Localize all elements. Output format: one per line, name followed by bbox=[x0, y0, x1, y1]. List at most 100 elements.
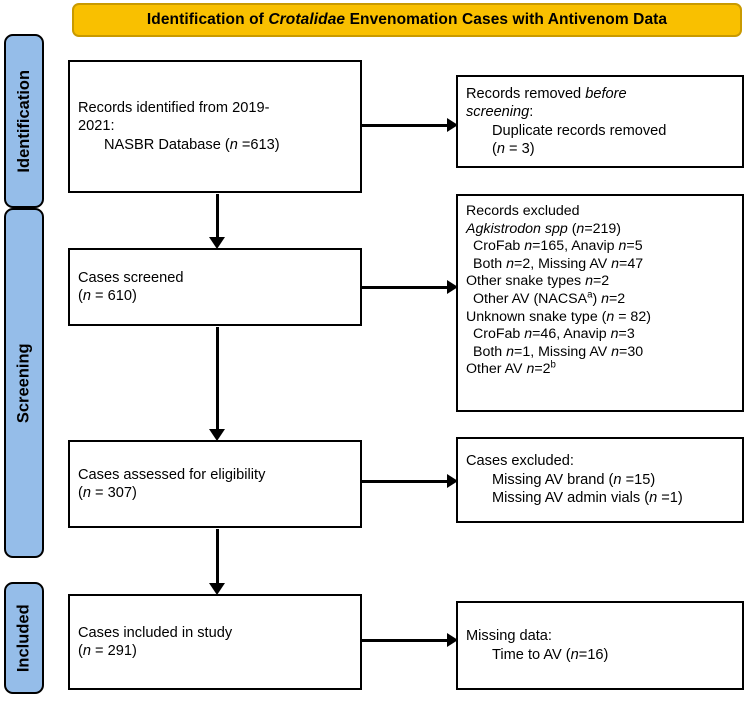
cases-screened-n-value: = 610) bbox=[91, 288, 137, 304]
records-identified-n-value: =613) bbox=[237, 136, 280, 153]
excluded-row-5-n-value: = 82) bbox=[614, 308, 651, 325]
cases-excluded-line-2: Missing AV brand (n =15) bbox=[466, 471, 734, 489]
records-identified-line-1: Records identified from 2019- bbox=[78, 99, 270, 116]
arrow-head bbox=[209, 583, 225, 595]
records-identified-line-2: 2021: bbox=[78, 118, 115, 135]
cases-screened-n-symbol: n bbox=[82, 288, 91, 304]
excluded-row-2-n2-symbol: n bbox=[611, 255, 620, 272]
box-cases-excluded: Cases excluded: Missing AV brand (n =15)… bbox=[456, 437, 744, 523]
box-cases-included: Cases included in study (n = 291) bbox=[68, 594, 362, 690]
arrow-head bbox=[447, 280, 458, 294]
cases-excluded-vials-n-symbol: n bbox=[649, 490, 658, 507]
excluded-row-8-n-symbol: n bbox=[526, 361, 535, 378]
cases-excluded-brand-n-value: =15) bbox=[621, 471, 656, 488]
box-records-identified: Records identified from 2019- 2021: NASB… bbox=[68, 60, 362, 193]
missing-data-line-2: Time to AV (n=16) bbox=[466, 646, 734, 664]
arrow-screened-to-excluded bbox=[362, 274, 458, 300]
excluded-row-7-n2-value: =30 bbox=[619, 343, 644, 360]
stage-band-included-label: Included bbox=[14, 604, 33, 672]
stage-band-identification-label: Identification bbox=[14, 69, 33, 173]
arrow-head bbox=[447, 633, 458, 647]
stage-band-identification: Identification bbox=[4, 34, 44, 208]
missing-data-line-1: Missing data: bbox=[466, 628, 552, 645]
box-missing-data: Missing data: Time to AV (n=16) bbox=[456, 601, 744, 690]
records-removed-before-word: before bbox=[585, 85, 627, 102]
cases-screened-paren-open: ( bbox=[78, 288, 83, 304]
records-removed-line-2: screening: bbox=[466, 103, 734, 121]
excluded-row-0-n-value: =219) bbox=[584, 220, 621, 237]
excluded-row-2-n2-value: =47 bbox=[619, 255, 644, 272]
records-excluded-row: Both n=2, Missing AV n=47 bbox=[466, 256, 734, 274]
arrow-head bbox=[209, 429, 225, 441]
arrow-head bbox=[447, 118, 458, 132]
arrow-shaft bbox=[362, 638, 449, 642]
stage-band-included: Included bbox=[4, 582, 44, 694]
cases-excluded-brand-n-symbol: n bbox=[613, 471, 622, 488]
missing-data-n-value: =16) bbox=[578, 646, 609, 663]
excluded-row-4-n-symbol: n bbox=[601, 291, 609, 308]
stage-band-screening-label: Screening bbox=[14, 343, 33, 423]
excluded-row-8-pre: Other AV bbox=[466, 361, 527, 378]
excluded-row-4-footnote: a bbox=[587, 289, 593, 301]
cases-excluded-line-3: Missing AV admin vials (n =1) bbox=[466, 489, 734, 507]
records-removed-n-value: = 3) bbox=[505, 140, 535, 157]
records-excluded-row: Agkistrodon spp (n=219) bbox=[466, 221, 734, 239]
excluded-row-6-pre: CroFab bbox=[473, 326, 525, 343]
arrow-screened-to-eligibility bbox=[205, 327, 229, 441]
records-excluded-row: Other AV (NACSAa) n=2 bbox=[466, 289, 734, 309]
excluded-row-1-n2-symbol: n bbox=[618, 238, 627, 255]
records-removed-screening-word: screening bbox=[466, 104, 530, 121]
diagram-title-banner: Identification of Crotalidae Envenomatio… bbox=[72, 3, 742, 37]
excluded-row-4-n-value: =2 bbox=[609, 291, 626, 308]
excluded-row-1-n-value: =165, Anavip bbox=[532, 238, 619, 255]
cases-excluded-vials-label: Missing AV admin vials ( bbox=[492, 490, 650, 507]
excluded-row-4-post: ) bbox=[592, 291, 602, 308]
records-removed-label: Records removed bbox=[466, 85, 586, 102]
cases-included-paren-open: ( bbox=[78, 643, 83, 659]
title-part-pre: Identification of bbox=[146, 11, 269, 29]
arrow-shaft bbox=[362, 285, 449, 289]
arrow-shaft bbox=[362, 479, 449, 483]
excluded-row-2-n-symbol: n bbox=[506, 255, 515, 272]
eligibility-line-2: (n = 307) bbox=[78, 484, 352, 502]
cases-included-line-2: (n = 291) bbox=[78, 642, 352, 660]
excluded-row-0-species: Agkistrodon spp bbox=[466, 220, 568, 237]
excluded-row-6-n-symbol: n bbox=[524, 326, 533, 343]
excluded-row-6-n2-value: =3 bbox=[618, 326, 635, 343]
excluded-row-3-n-value: =2 bbox=[592, 273, 610, 290]
excluded-row-7-pre: Both bbox=[473, 343, 507, 360]
arrow-head bbox=[447, 474, 458, 488]
excluded-row-8-footnote: b bbox=[550, 359, 556, 371]
records-removed-line-1: Records removed before bbox=[466, 85, 734, 103]
excluded-row-1-n2-value: =5 bbox=[626, 238, 643, 255]
records-excluded-row: Other AV n=2b bbox=[466, 359, 734, 379]
eligibility-n-value: = 307) bbox=[91, 485, 137, 501]
records-excluded-title: Records excluded bbox=[466, 203, 580, 219]
records-removed-n-symbol: n bbox=[496, 140, 505, 157]
excluded-row-6-n-value: =46, Anavip bbox=[532, 326, 611, 343]
records-excluded-row: CroFab n=46, Anavip n=3 bbox=[466, 326, 734, 344]
box-records-removed: Records removed before screening: Duplic… bbox=[456, 75, 744, 168]
excluded-row-8-n-value: =2 bbox=[534, 361, 551, 378]
arrow-shaft bbox=[215, 194, 219, 238]
excluded-row-7-n2-symbol: n bbox=[611, 343, 620, 360]
arrow-included-to-missing-data bbox=[362, 627, 458, 653]
arrow-eligibility-to-cases-excluded bbox=[362, 468, 458, 494]
excluded-row-0-pre: ( bbox=[567, 220, 577, 237]
records-excluded-row-list: Agkistrodon spp (n=219)CroFab n=165, Ana… bbox=[466, 221, 734, 379]
excluded-row-7-n-symbol: n bbox=[506, 343, 515, 360]
records-excluded-row: Unknown snake type (n = 82) bbox=[466, 309, 734, 327]
excluded-row-1-n-symbol: n bbox=[524, 238, 533, 255]
excluded-row-5-n-symbol: n bbox=[606, 308, 615, 325]
records-excluded-row: CroFab n=165, Anavip n=5 bbox=[466, 238, 734, 256]
arrow-identified-to-screened bbox=[205, 194, 229, 249]
excluded-row-6-n2-symbol: n bbox=[610, 326, 619, 343]
cases-screened-line-1: Cases screened bbox=[78, 269, 184, 286]
diagram-title-text: Identification of Crotalidae Envenomatio… bbox=[147, 12, 667, 28]
excluded-row-3-pre: Other snake types bbox=[466, 273, 586, 290]
cases-included-line-1: Cases included in study bbox=[78, 624, 233, 641]
excluded-row-7-n-value: =1, Missing AV bbox=[514, 343, 612, 360]
excluded-row-5-pre: Unknown snake type ( bbox=[466, 308, 607, 325]
records-removed-paren-open: ( bbox=[492, 140, 497, 157]
stage-band-screening: Screening bbox=[4, 208, 44, 558]
